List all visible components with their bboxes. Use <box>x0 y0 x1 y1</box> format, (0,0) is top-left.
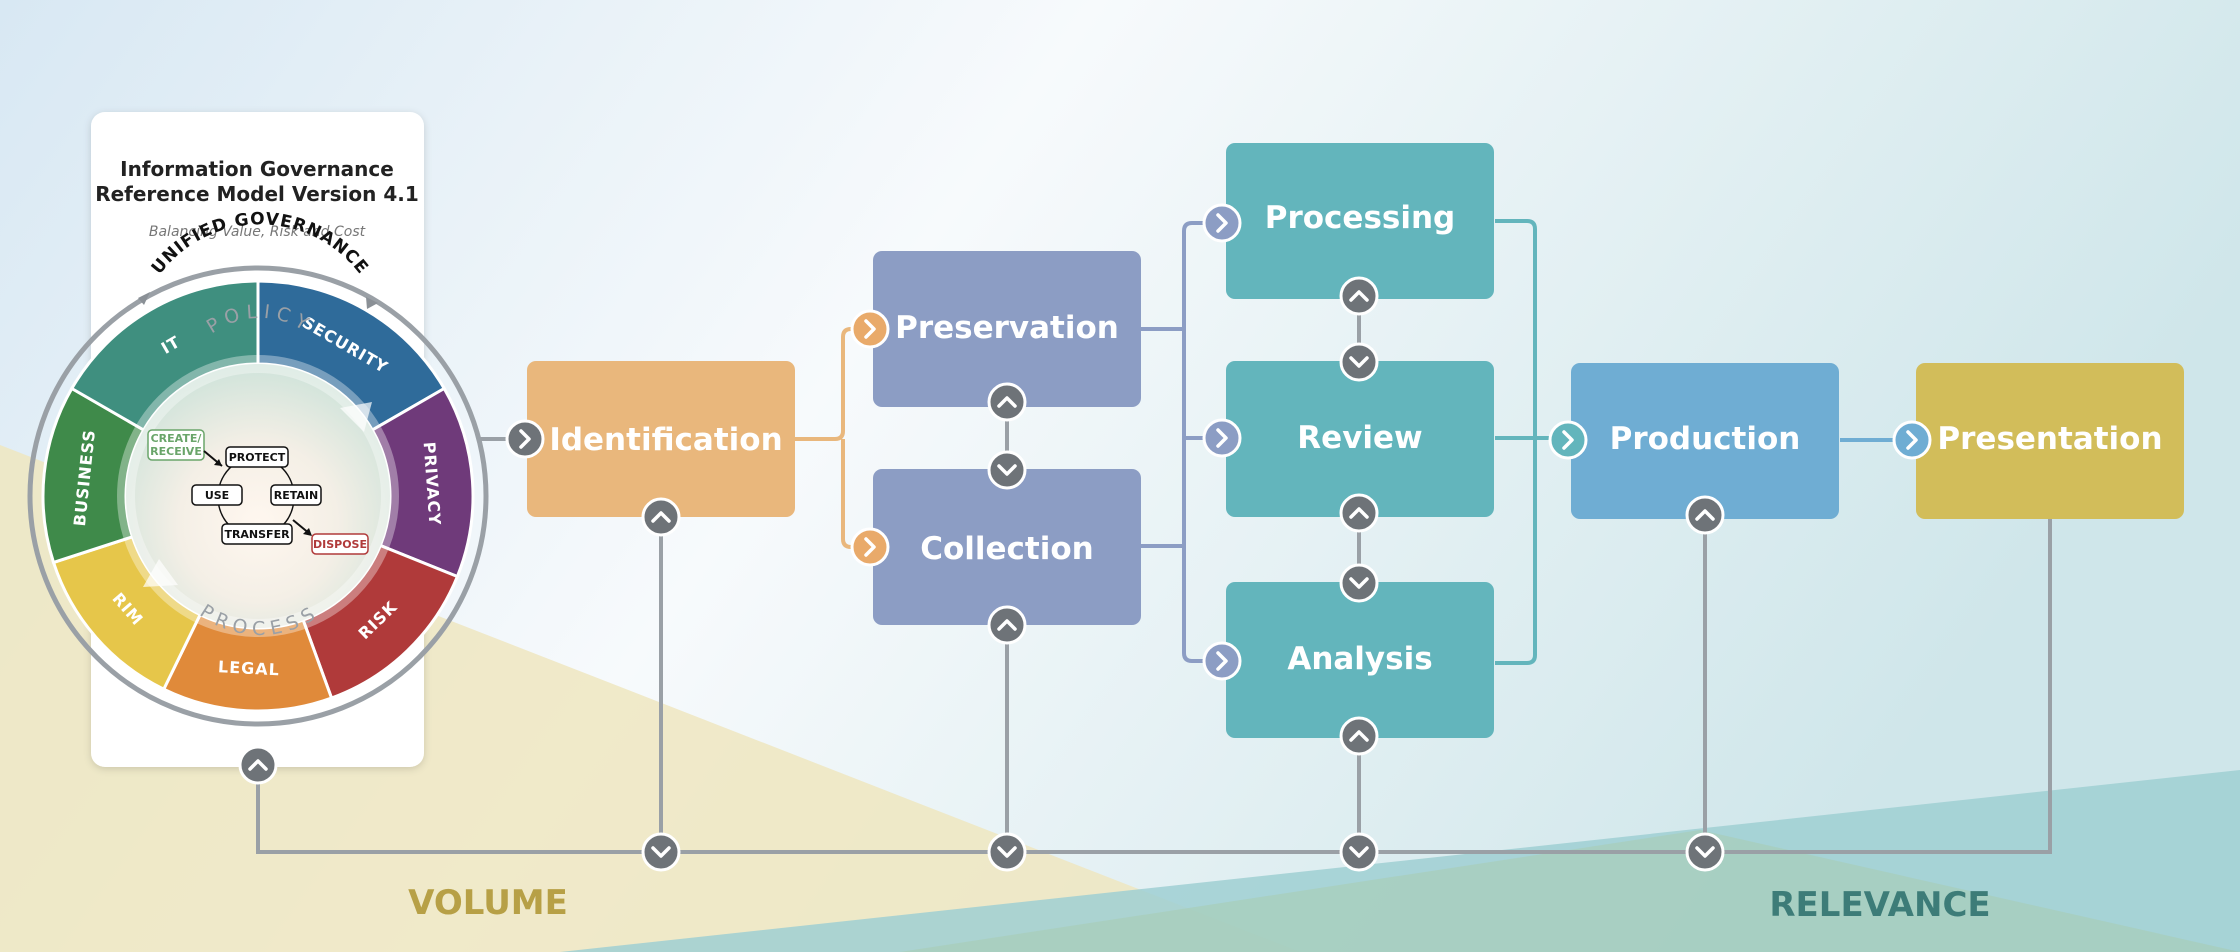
processing-up-node[interactable] <box>1339 276 1379 316</box>
wheel-label-legal: LEGAL <box>218 657 281 679</box>
relevance-label: RELEVANCE <box>1769 885 1990 925</box>
review-down-node[interactable] <box>1339 342 1379 382</box>
stage-label-review: Review <box>1297 420 1422 456</box>
stage-identification[interactable]: Identification <box>527 361 795 517</box>
analysis-down-node[interactable] <box>1339 563 1379 603</box>
card-subtitle: Balancing Value, Risk and Cost <box>149 224 366 240</box>
chevron-right-icon <box>1216 428 1228 448</box>
presentation-entry-node[interactable] <box>1892 420 1932 460</box>
chevron-right-icon <box>1562 430 1574 450</box>
chevron-right-icon <box>864 537 876 557</box>
stage-label-analysis: Analysis <box>1287 641 1432 677</box>
volume-node-3[interactable] <box>1339 832 1379 872</box>
chevron-down-icon <box>997 846 1017 858</box>
chevron-up-icon <box>1695 509 1715 521</box>
volume-node-2[interactable] <box>987 832 1027 872</box>
chevron-up-icon <box>1349 290 1369 302</box>
collection-down-node[interactable] <box>987 450 1027 490</box>
lifecycle-use: USE <box>205 489 229 502</box>
stage-review[interactable]: Review <box>1226 361 1494 517</box>
production-entry-node[interactable] <box>1548 420 1588 460</box>
chevron-right-icon <box>1216 651 1228 671</box>
stage-preservation[interactable]: Preservation <box>873 251 1141 407</box>
lifecycle-dispose: DISPOSE <box>313 538 367 551</box>
stage-label-collection: Collection <box>920 531 1094 567</box>
chevron-down-icon <box>651 846 671 858</box>
preservation-up-node[interactable] <box>987 382 1027 422</box>
lifecycle-protect: PROTECT <box>229 451 286 464</box>
stage-production[interactable]: Production <box>1571 363 1839 519</box>
chevron-down-icon <box>1695 846 1715 858</box>
analysis-up-node[interactable] <box>1339 716 1379 756</box>
chevron-up-icon <box>1349 730 1369 742</box>
stage-label-processing: Processing <box>1265 200 1456 236</box>
chevron-up-icon <box>651 511 671 523</box>
lifecycle-transfer: TRANSFER <box>224 528 290 541</box>
lifecycle-create: CREATE/ <box>151 432 203 445</box>
stage-label-presentation: Presentation <box>1937 421 2162 457</box>
stage-presentation[interactable]: Presentation <box>1916 363 2184 519</box>
chevron-down-icon <box>1349 846 1369 858</box>
chevron-right-icon <box>864 319 876 339</box>
chevron-right-icon <box>1906 430 1918 450</box>
stage-label-preservation: Preservation <box>895 310 1119 346</box>
volume-node-4[interactable] <box>1685 832 1725 872</box>
identification-entry-node[interactable] <box>505 419 545 459</box>
card-title-line1: Information Governance <box>120 157 394 181</box>
lifecycle-retain: RETAIN <box>274 489 318 502</box>
chevron-down-icon <box>1349 577 1369 589</box>
chevron-down-icon <box>997 464 1017 476</box>
chevron-nodes <box>238 203 1932 872</box>
analysis-entry-node[interactable] <box>1202 641 1242 681</box>
stage-processing[interactable]: Processing <box>1226 143 1494 299</box>
lifecycle-diagram: CREATE/ RECEIVE PROTECT USE RETAIN TRANS… <box>147 429 369 555</box>
stage-label-identification: Identification <box>549 422 782 458</box>
stage-collection[interactable]: Collection <box>873 469 1141 625</box>
chevron-up-icon <box>997 396 1017 408</box>
collection-entry-node[interactable] <box>850 527 890 567</box>
chevron-right-icon <box>1216 213 1228 233</box>
stage-analysis[interactable]: Analysis <box>1226 582 1494 738</box>
identification-up-node[interactable] <box>641 497 681 537</box>
card-up-node[interactable] <box>238 745 278 785</box>
volume-label: VOLUME <box>408 883 568 923</box>
review-entry-node[interactable] <box>1202 418 1242 458</box>
chevron-up-icon <box>248 759 268 771</box>
collection-up-node[interactable] <box>987 605 1027 645</box>
chevron-up-icon <box>1349 507 1369 519</box>
preservation-entry-node[interactable] <box>850 309 890 349</box>
review-up-node[interactable] <box>1339 493 1379 533</box>
card-title-line2: Reference Model Version 4.1 <box>95 182 419 206</box>
production-up-node[interactable] <box>1685 495 1725 535</box>
volume-node-1[interactable] <box>641 832 681 872</box>
chevron-right-icon <box>519 429 531 449</box>
processing-entry-node[interactable] <box>1202 203 1242 243</box>
chevron-up-icon <box>997 619 1017 631</box>
chevron-down-icon <box>1349 356 1369 368</box>
stage-label-production: Production <box>1610 421 1801 457</box>
lifecycle-receive: RECEIVE <box>150 445 202 458</box>
